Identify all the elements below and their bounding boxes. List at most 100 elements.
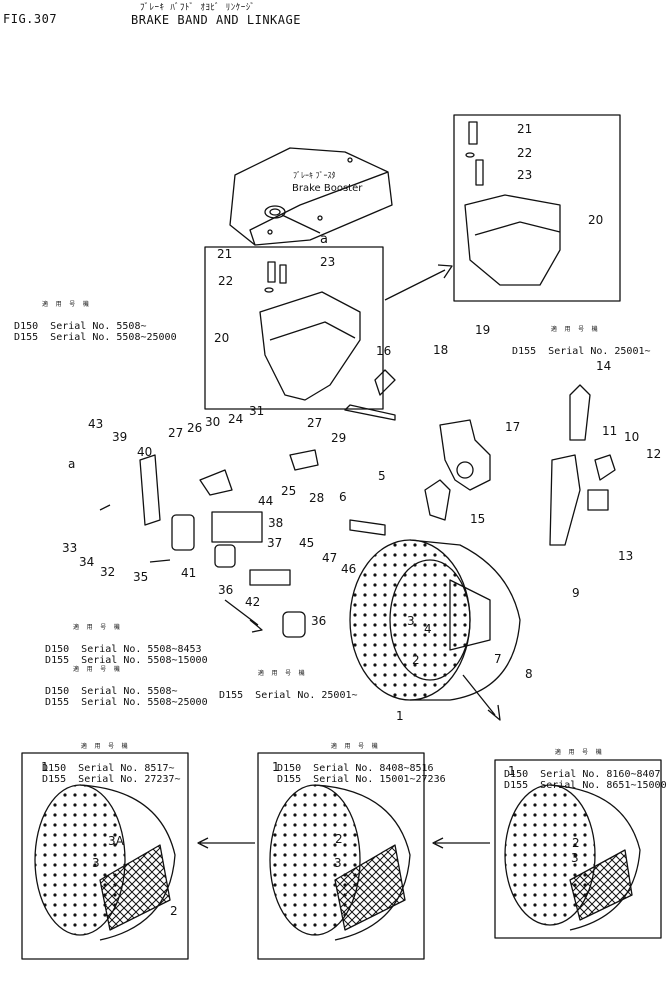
callout-number: 45 — [299, 536, 314, 550]
callout-number: 12 — [646, 447, 661, 461]
applicability-label: 適 用 号 機 — [550, 326, 600, 333]
callout-number: 1 — [272, 760, 280, 774]
callout-number: 46 — [341, 562, 356, 576]
callout-number: 28 — [309, 491, 324, 505]
callout-number: 11 — [602, 424, 617, 438]
callout-number: 23 — [320, 255, 335, 269]
callout-number: 42 — [245, 595, 260, 609]
band-variant-box-a — [21, 752, 189, 960]
caption-line: D155 Serial No. 5508~25000 — [45, 697, 208, 708]
callout-number: 38 — [268, 516, 283, 530]
callout-number: 19 — [475, 323, 490, 337]
variant-arrow-left-b — [432, 837, 490, 849]
callout-number: a — [68, 457, 75, 471]
booster-jp-label: ﾌﾞﾚｰｷ ﾌﾞｰｽﾀ — [293, 171, 336, 180]
callout-number: 1 — [396, 709, 404, 723]
callout-number: 30 — [205, 415, 220, 429]
applicability-label: 適 用 号 機 — [554, 749, 604, 756]
callout-number: 13 — [618, 549, 633, 563]
callout-number: 3 — [334, 856, 342, 870]
caption-line: D150 Serial No. 5508~8453 — [45, 644, 202, 655]
callout-number: 7 — [494, 652, 502, 666]
callout-number: 17 — [505, 420, 520, 434]
caption-bracket-right: 適 用 号 機 D155 Serial No. 25001~ — [500, 302, 651, 357]
figure-number: FIG.307 — [3, 12, 58, 26]
booster-ref: a — [320, 232, 328, 247]
caption-line: D155 Serial No. 27237~ — [42, 774, 181, 785]
caption-line: D155 Serial No. 15001~27236 — [277, 774, 446, 785]
callout-number: 25 — [281, 484, 296, 498]
band-variant-c — [504, 784, 641, 931]
band-variant-box-c — [494, 759, 662, 939]
callout-number: 1 — [508, 764, 516, 778]
callout-number: 44 — [258, 494, 273, 508]
callout-number: 1 — [41, 760, 49, 774]
callout-number: 14 — [596, 359, 611, 373]
bushing-arrow — [224, 599, 263, 633]
callout-number: 6 — [339, 490, 347, 504]
callout-number: 29 — [331, 431, 346, 445]
callout-number: 3 — [92, 856, 100, 870]
callout-number: 18 — [433, 343, 448, 357]
caption-bracket-left: 適 用 号 機 D150 Serial No. 5508~ D155 Seria… — [2, 277, 177, 343]
callout-number: 23 — [517, 168, 532, 182]
callout-number: 27 — [307, 416, 322, 430]
caption-line: D155 Serial No. 25001~ — [219, 690, 358, 701]
caption-bushing-old: 適 用 号 機 D150 Serial No. 5508~ D155 Seria… — [33, 642, 208, 708]
figure-title: BRAKE BAND AND LINKAGE — [131, 13, 301, 27]
brake-band-main — [349, 539, 521, 701]
callout-number: 27 — [168, 426, 183, 440]
caption-line: D155 Serial No. 5508~15000 — [45, 655, 208, 666]
bracket-box-new — [453, 114, 621, 302]
callout-number: 10 — [624, 430, 639, 444]
callout-number: 47 — [322, 551, 337, 565]
callout-number: 33 — [62, 541, 77, 555]
caption-spacer-old: 適 用 号 機 D150 Serial No. 5508~8453 D155 S… — [33, 600, 208, 666]
callout-number: 41 — [181, 566, 196, 580]
bracket-old — [259, 261, 361, 401]
brake-booster-housing — [229, 147, 393, 246]
applicability-label: 適 用 号 機 — [73, 624, 122, 631]
callout-number: 9 — [572, 586, 580, 600]
caption-line: D155 Serial No. 25001~ — [512, 346, 651, 357]
callout-number: 2 — [170, 904, 178, 918]
callout-number: 22 — [218, 274, 233, 288]
callout-number: 34 — [79, 555, 94, 569]
callout-number: 5 — [378, 469, 386, 483]
caption-line: D150 Serial No. 8517~ — [42, 763, 175, 774]
band-variant-box-b — [257, 752, 425, 960]
part-38-box — [211, 511, 263, 543]
callout-number: 40 — [137, 445, 152, 459]
applicability-label: 適 用 号 機 — [257, 670, 307, 677]
caption-band-b: 適 用 号 機 D150 Serial No. 8408~8516 D155 S… — [265, 719, 446, 785]
callout-number: 36 — [311, 614, 326, 628]
caption-line: D155 Serial No. 5508~25000 — [14, 332, 177, 343]
caption-bushing-new: 適 用 号 機 D155 Serial No. 25001~ — [207, 646, 358, 701]
callout-number: 31 — [249, 404, 264, 418]
change-arrow — [384, 264, 453, 301]
callout-number: 37 — [267, 536, 282, 550]
callout-number: 32 — [100, 565, 115, 579]
caption-line: D150 Serial No. 8408~8516 — [277, 763, 434, 774]
callout-number: 21 — [517, 122, 532, 136]
band-variant-a — [34, 784, 176, 941]
applicability-label: 適 用 号 機 — [73, 666, 122, 673]
callout-number: 16 — [376, 344, 391, 358]
applicability-label: 適 用 号 機 — [80, 743, 130, 750]
applicability-label: 適 用 号 機 — [42, 301, 91, 308]
band-variant-b — [269, 784, 411, 941]
callout-number: 15 — [470, 512, 485, 526]
callout-number: 2 — [412, 653, 420, 667]
callout-number: 3 — [407, 614, 415, 628]
callout-number: 39 — [112, 430, 127, 444]
japanese-title: ﾌﾞﾚｰｷ ﾊﾞﾌﾄﾞ ｵﾖﾋﾞ ﾘﾝｹｰｼﾞ — [140, 3, 256, 13]
callout-number: 20 — [214, 331, 229, 345]
bracket-box-old — [204, 246, 384, 410]
callout-number: 2 — [335, 832, 343, 846]
variant-arrow — [462, 674, 501, 721]
callout-number: 2 — [572, 836, 580, 850]
callout-number: 8 — [525, 667, 533, 681]
linkage-parts — [99, 369, 616, 638]
callout-number: 26 — [187, 421, 202, 435]
